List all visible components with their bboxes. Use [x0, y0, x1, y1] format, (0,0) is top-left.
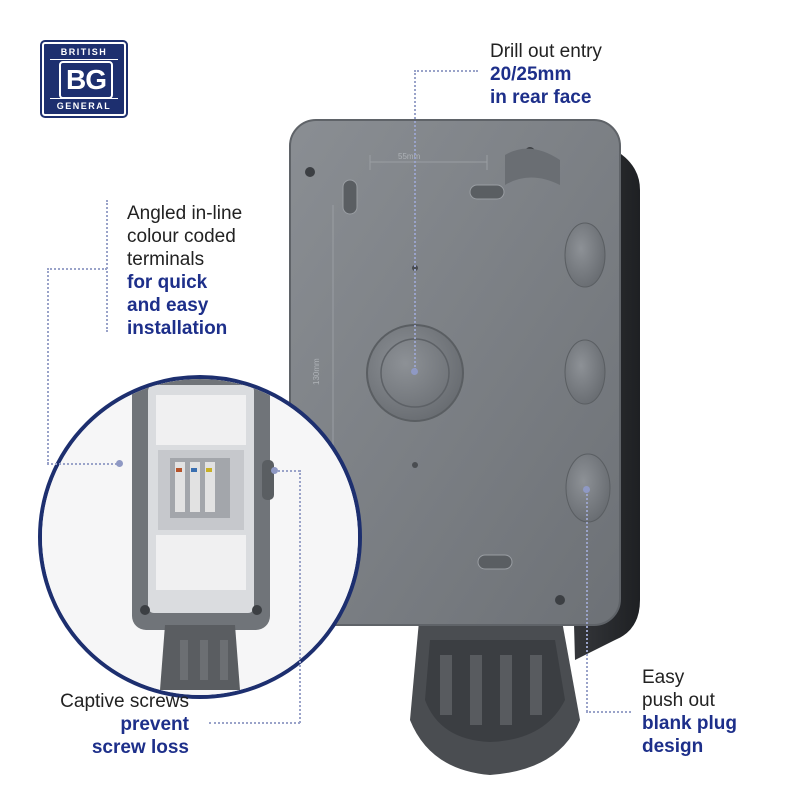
leader-drill-v — [414, 70, 416, 370]
callout-captive-screws: Captive screws prevent screw loss — [47, 690, 189, 759]
leader-terminals-top — [106, 200, 108, 332]
logo-rule-top — [50, 59, 118, 60]
logo-rule-bottom — [50, 98, 118, 99]
leader-screws-h — [209, 722, 300, 724]
open-enclosure-detail — [42, 379, 358, 695]
callout-drill-line3: in rear face — [490, 87, 592, 108]
leader-screws-h2 — [275, 470, 300, 472]
callout-terminals-line2: colour coded — [127, 226, 236, 247]
leader-drill-dot — [411, 368, 418, 375]
callout-plug-line3: blank plug — [642, 713, 737, 734]
leader-screws-v — [299, 470, 301, 723]
callout-plug-line4: design — [642, 736, 704, 757]
leader-drill-h — [414, 70, 478, 72]
callout-terminals: Angled in-line colour coded terminals fo… — [127, 202, 242, 340]
logo-bottom-text: GENERAL — [56, 101, 112, 111]
logo-top-text: BRITISH — [60, 47, 108, 57]
callout-drill-entry: Drill out entry 20/25mm in rear face — [490, 40, 602, 109]
callout-screws-line1: Captive screws — [60, 691, 189, 712]
leader-plug-h — [586, 711, 631, 713]
leader-terminals-h — [47, 268, 107, 270]
width-dimension-label: 55mm — [398, 152, 421, 161]
leader-terminals-v — [47, 268, 49, 464]
callout-plug-line1: Easy — [642, 667, 685, 688]
callout-terminals-line3: terminals — [127, 249, 205, 270]
cable-gland — [410, 610, 580, 775]
callout-terminals-line4: for quick — [127, 272, 208, 293]
leader-plug-v — [586, 490, 588, 712]
callout-drill-line1: Drill out entry — [490, 41, 602, 62]
callout-screws-line2: prevent — [120, 714, 189, 735]
callout-drill-line2: 20/25mm — [490, 64, 572, 85]
leader-terminals-dot — [116, 460, 123, 467]
british-general-logo: BRITISH BG GENERAL — [40, 40, 128, 118]
callout-terminals-line6: installation — [127, 318, 228, 339]
leader-plug-dot — [583, 486, 590, 493]
callout-terminals-line5: and easy — [127, 295, 209, 316]
callout-plug-line2: push out — [642, 690, 715, 711]
callout-blank-plug: Easy push out blank plug design — [642, 666, 737, 758]
leader-screws-dot — [271, 467, 278, 474]
leader-terminals-h2 — [47, 463, 117, 465]
callout-screws-line3: screw loss — [91, 737, 189, 758]
callout-terminals-line1: Angled in-line — [127, 203, 243, 224]
height-dimension-label: 130mm — [312, 358, 321, 385]
